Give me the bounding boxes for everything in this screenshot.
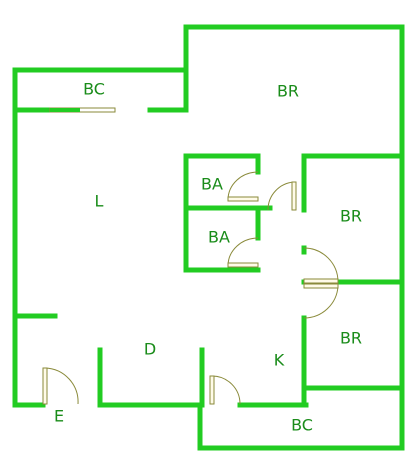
door-bath-lower xyxy=(227,237,259,268)
balcony-window xyxy=(49,107,116,113)
doors xyxy=(42,171,339,405)
label-kitchen: K xyxy=(274,351,285,370)
door-bath-upper xyxy=(227,171,259,202)
label-entrance: E xyxy=(54,407,64,426)
label-dining: D xyxy=(144,340,156,359)
label-bath-upper: BA xyxy=(201,175,223,194)
label-bath-lower: BA xyxy=(208,228,230,247)
label-living: L xyxy=(95,192,104,211)
interior-walls xyxy=(12,107,405,408)
label-bedroom-mid: BR xyxy=(340,207,362,226)
label-balcony-top: BC xyxy=(83,80,105,99)
door-kitchen xyxy=(209,375,241,405)
door-entrance xyxy=(42,367,79,405)
outer-walls xyxy=(12,24,405,451)
label-balcony-bottom: BC xyxy=(291,416,313,435)
label-bedroom-top: BR xyxy=(277,82,299,101)
room-labels: BC BR BA BA L BR BR D K BC E xyxy=(54,80,362,435)
door-bedroom-low xyxy=(303,283,339,319)
label-bedroom-low: BR xyxy=(340,329,362,348)
door-bedroom-mid xyxy=(303,247,339,284)
door-hall xyxy=(267,181,297,211)
